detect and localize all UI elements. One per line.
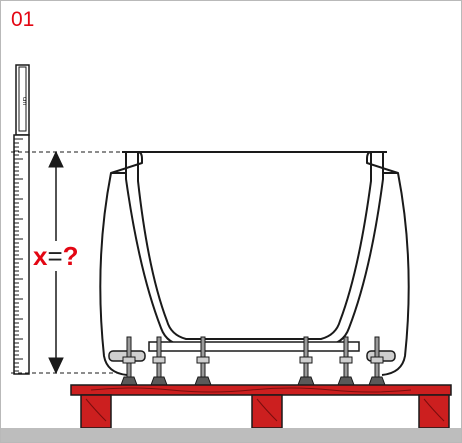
measure-label: x=? [31, 241, 81, 271]
bathtub-cross-section-icon [99, 151, 410, 376]
ruler-unit: cm [21, 97, 27, 105]
wooden-pallet-icon [70, 384, 452, 429]
adjustable-feet-icon [120, 336, 386, 386]
adjustable-foot [120, 336, 138, 386]
adjustable-foot [368, 336, 386, 386]
measure-unknown: ? [62, 241, 79, 271]
measure-variable: x [33, 241, 48, 271]
floor-strip [1, 428, 461, 442]
folding-ruler-icon: cm [13, 64, 30, 375]
step-number: 01 [11, 8, 35, 31]
measure-equals: = [47, 241, 63, 271]
